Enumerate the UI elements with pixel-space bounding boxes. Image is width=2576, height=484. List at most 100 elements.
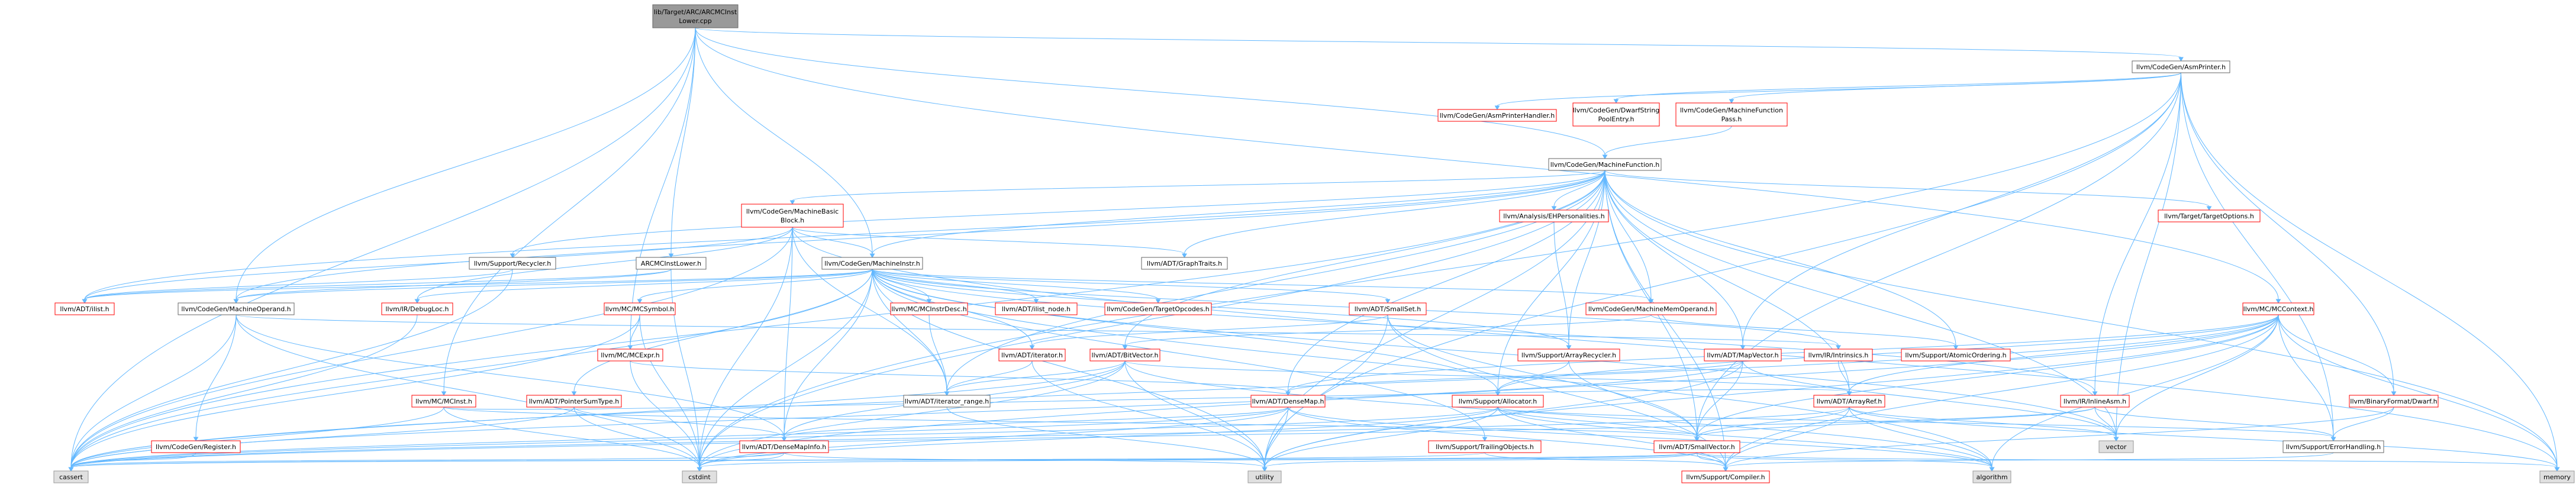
- edge-machineinstr-to-mmo: [872, 269, 1654, 304]
- node-mcexpr[interactable]: llvm/MC/MCExpr.h: [597, 349, 663, 362]
- node-mo[interactable]: llvm/CodeGen/MachineOperand.h: [178, 302, 295, 315]
- edge-mccontext-to-smallvector: [1694, 314, 2279, 441]
- node-label: llvm/CodeGen/AsmPrinterHandler.h: [1440, 112, 1555, 120]
- edge-machinefunction-to-arrayref: [1604, 170, 1852, 396]
- node-mcinst[interactable]: llvm/MC/MCInst.h: [411, 395, 476, 408]
- edge-recycler-to-cassert: [68, 269, 513, 472]
- node-label: llvm/Analysis/EHPersonalities.h: [1503, 212, 1604, 220]
- node-label: Block.h: [781, 217, 804, 224]
- node-mcinstrdesc[interactable]: llvm/MC/MCInstrDesc.h: [890, 302, 968, 315]
- node-densemap[interactable]: llvm/ADT/DenseMap.h: [1250, 395, 1326, 408]
- node-box: [151, 440, 241, 453]
- node-box: [2060, 395, 2130, 408]
- node-errorhandling[interactable]: llvm/Support/ErrorHandling.h: [2282, 440, 2384, 453]
- node-arcmcinstlower[interactable]: ARCMCInstLower.h: [636, 257, 707, 270]
- node-atomicordering[interactable]: llvm/Support/AtomicOrdering.h: [1901, 349, 2011, 362]
- node-targetoptions[interactable]: llvm/Target/TargetOptions.h: [2158, 209, 2261, 222]
- edge-machineinstr-to-ilist: [82, 269, 873, 304]
- node-memory[interactable]: memory: [2539, 470, 2575, 483]
- node-intrinsics[interactable]: llvm/IR/Intrinsics.h: [1804, 349, 1873, 362]
- edge-recycler-to-ilist: [82, 269, 513, 304]
- node-ehpers[interactable]: llvm/Analysis/EHPersonalities.h: [1499, 209, 1609, 222]
- node-box: [2349, 395, 2439, 408]
- node-mccontext[interactable]: llvm/MC/MCContext.h: [2242, 302, 2314, 315]
- edge-machineinstr-to-mcsymbol: [637, 269, 873, 304]
- node-iteratorrange[interactable]: llvm/ADT/iterator_range.h: [903, 395, 991, 408]
- node-mapvector[interactable]: llvm/ADT/MapVector.h: [1704, 349, 1782, 362]
- node-smallvector[interactable]: llvm/ADT/SmallVector.h: [1653, 440, 1740, 453]
- node-box: [53, 470, 89, 483]
- node-box: [1804, 349, 1873, 362]
- edge-machinefunction-to-recycler: [510, 170, 1605, 258]
- node-machinefunction[interactable]: llvm/CodeGen/MachineFunction.h: [1548, 158, 1662, 171]
- node-box: [636, 257, 707, 270]
- node-recycler[interactable]: llvm/Support/Recycler.h: [469, 257, 556, 270]
- node-label: llvm/CodeGen/Register.h: [156, 443, 236, 451]
- edge-root-to-machinefunction: [695, 27, 1608, 159]
- node-densemapinfo[interactable]: llvm/ADT/DenseMapInfo.h: [739, 440, 829, 453]
- node-dwarf[interactable]: llvm/BinaryFormat/Dwarf.h: [2349, 395, 2439, 408]
- node-ilist[interactable]: llvm/ADT/ilist.h: [54, 302, 115, 315]
- node-asmprinterhandler[interactable]: llvm/CodeGen/AsmPrinterHandler.h: [1437, 109, 1557, 122]
- node-allocator[interactable]: llvm/Support/Allocator.h: [1452, 395, 1544, 408]
- node-compiler[interactable]: llvm/Support/Compiler.h: [1681, 470, 1770, 483]
- node-targetopcodes[interactable]: llvm/CodeGen/TargetOpcodes.h: [1104, 302, 1212, 315]
- node-label: llvm/ADT/MapVector.h: [1707, 351, 1778, 359]
- node-graphtraits[interactable]: llvm/ADT/GraphTraits.h: [1141, 257, 1228, 270]
- node-mcsymbol[interactable]: llvm/MC/MCSymbol.h: [604, 302, 676, 315]
- node-mmo[interactable]: llvm/CodeGen/MachineMemOperand.h: [1585, 302, 1717, 315]
- node-bitvector[interactable]: llvm/ADT/BitVector.h: [1089, 349, 1160, 362]
- node-ilistnode[interactable]: llvm/ADT/ilist_node.h: [995, 302, 1078, 315]
- node-vector[interactable]: vector: [2098, 440, 2134, 453]
- node-algorithm[interactable]: algorithm: [1972, 470, 2011, 483]
- node-smallset[interactable]: llvm/ADT/SmallSet.h: [1349, 302, 1427, 315]
- edge-machineinstr-to-iteratorrange: [872, 269, 950, 396]
- edge-pointersumtype-to-densemapinfo: [573, 406, 787, 441]
- node-label: llvm/ADT/BitVector.h: [1092, 351, 1159, 359]
- node-cstdint[interactable]: cstdint: [682, 470, 717, 483]
- node-cassert[interactable]: cassert: [53, 470, 89, 483]
- node-box: [597, 349, 663, 362]
- node-pointersumtype[interactable]: llvm/ADT/PointerSumType.h: [526, 395, 622, 408]
- edge-arcmcinstlower-to-mo: [233, 269, 672, 304]
- node-register[interactable]: llvm/CodeGen/Register.h: [151, 440, 241, 453]
- node-iterator[interactable]: llvm/ADT/iterator.h: [998, 349, 1066, 362]
- edge-smallvector-to-cstdint: [697, 452, 1697, 472]
- node-utility[interactable]: utility: [1247, 470, 1282, 483]
- edge-mcinst-to-arrayref: [443, 389, 1852, 410]
- node-debugloc[interactable]: llvm/IR/DebugLoc.h: [381, 302, 453, 315]
- node-label: Pass.h: [1721, 115, 1742, 123]
- node-box: [2132, 60, 2230, 73]
- edge-dwarf-to-compiler: [1723, 406, 2394, 472]
- node-machineinstr[interactable]: llvm/CodeGen/MachineInstr.h: [821, 257, 923, 270]
- edge-asmprinter-to-memory: [2181, 72, 2560, 472]
- edge-mapvector-to-densemap: [1285, 360, 1743, 396]
- node-box: [1247, 470, 1282, 483]
- node-arrayrecycler[interactable]: llvm/Support/ArrayRecycler.h: [1517, 349, 1620, 362]
- node-box: [1437, 109, 1557, 122]
- edges-layer: [68, 27, 2560, 472]
- node-label: llvm/CodeGen/MachineInstr.h: [824, 260, 920, 267]
- node-label: llvm/ADT/PointerSumType.h: [529, 398, 619, 405]
- node-label: cstdint: [688, 473, 711, 481]
- node-label: llvm/Support/ArrayRecycler.h: [1521, 351, 1616, 359]
- node-label: llvm/CodeGen/AsmPrinter.h: [2136, 63, 2226, 71]
- edge-trailingobjects-to-cassert: [68, 452, 1485, 472]
- edge-root-to-mcinst: [441, 27, 696, 396]
- edge-mo-to-intrinsics: [236, 314, 1841, 350]
- edge-machinefunction-to-mbb: [789, 170, 1605, 205]
- edge-smallvector-to-memory: [1697, 452, 2560, 472]
- node-arrayref[interactable]: llvm/ADT/ArrayRef.h: [1813, 395, 1885, 408]
- node-label: llvm/MC/MCInst.h: [415, 398, 472, 405]
- edge-allocator-to-algorithm: [1497, 406, 1995, 472]
- node-trailingobjects[interactable]: llvm/Support/TrailingObjects.h: [1428, 440, 1542, 453]
- node-label: llvm/ADT/GraphTraits.h: [1147, 260, 1222, 267]
- node-inlineasm[interactable]: llvm/IR/InlineAsm.h: [2060, 395, 2130, 408]
- node-root[interactable]: lib/Target/ARC/ARCMCInstLower.cpp: [652, 4, 739, 28]
- node-box: [1349, 302, 1427, 315]
- node-label: llvm/ADT/ilist.h: [60, 305, 109, 313]
- node-asmprinter[interactable]: llvm/CodeGen/AsmPrinter.h: [2132, 60, 2230, 73]
